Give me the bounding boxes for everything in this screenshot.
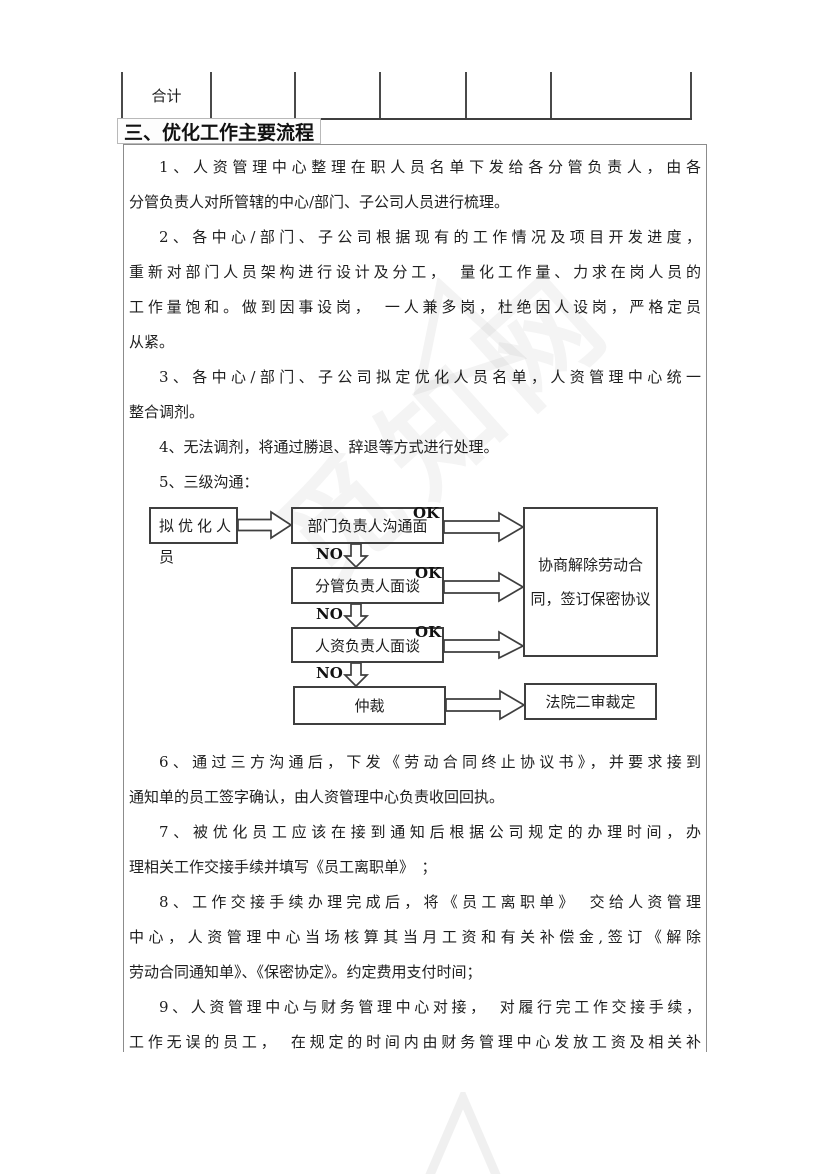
table-cell xyxy=(467,72,552,118)
watermark-logo-bottom-icon xyxy=(425,1092,501,1174)
arrow-right-icon xyxy=(237,510,293,540)
settlement-line: 协商解除劳动合 xyxy=(537,556,643,574)
paragraph: 2、各中心/部门、子公司根据现有的工作情况及项目开发进度， 重新对部门人员架构进行… xyxy=(129,220,701,360)
paragraph-line: 5、三级沟通： xyxy=(159,473,259,491)
paragraph-line: 9、人资管理中心与财务管理中心对接， 对履行完工作交接手续， xyxy=(159,998,701,1016)
paragraph-line: 3、各中心/部门、子公司拟定优化人员名单，人资管理中心统一 xyxy=(159,368,701,386)
paragraph-line: 重新对部门人员架构进行设计及分工， 量化工作量、力求在岗人员的 xyxy=(129,263,701,281)
arrow-ok1-icon xyxy=(443,511,525,543)
paragraph-line: 劳动合同通知单》、《保密协定》。约定费用支付时间； xyxy=(129,963,482,981)
settlement-line: 同，签订保密协议 xyxy=(530,590,651,608)
paragraph-line: 中心，人资管理中心当场核算其当月工资和有关补偿金,签订《解除 xyxy=(129,928,701,946)
table-cell-total: 合计 xyxy=(121,72,212,118)
paragraph-block-top: 1、人资管理中心整理在职人员名单下发给各分管负责人，由各分管负责人对所管辖的中心… xyxy=(124,145,706,500)
ok-label-3: OK xyxy=(415,623,442,641)
arrow-down3-icon xyxy=(342,662,370,688)
paragraph-line: 7、被优化员工应该在接到通知后根据公司规定的办理时间，办 xyxy=(159,823,701,841)
flow-box-supervisor-talk: 分管负责人面谈 xyxy=(291,567,444,604)
table-cell xyxy=(381,72,467,118)
flow-box-arbitration: 仲裁 xyxy=(293,686,446,725)
paragraph: 5、三级沟通： xyxy=(129,465,701,500)
section-heading-box: 三、优化工作主要流程 xyxy=(117,118,321,144)
paragraph-line: 2、各中心/部门、子公司根据现有的工作情况及项目开发进度， xyxy=(159,228,701,246)
arrow-ok2-icon xyxy=(443,571,525,603)
communication-flowchart: 拟优化人员 部门负责人沟通面 分管负责人面谈 人资负责人面谈 仲裁 协商解除劳动… xyxy=(124,500,706,740)
arrow-ok3-icon xyxy=(443,630,525,660)
paragraph-block-bottom: 6、通过三方沟通后，下发《劳动合同终止协议书》，并要求接到通知单的员工签字确认，… xyxy=(124,740,706,1052)
paragraph-line: 1、人资管理中心整理在职人员名单下发给各分管负责人，由各 xyxy=(159,158,701,176)
watermark-logo-icon xyxy=(413,276,528,396)
arrow-court-icon xyxy=(445,689,526,721)
paragraph-line: 从紧。 xyxy=(129,333,175,351)
paragraph: 3、各中心/部门、子公司拟定优化人员名单，人资管理中心统一整合调剂。 xyxy=(129,360,701,430)
paragraph-line: 工作无误的员工， 在规定的时间内由财务管理中心发放工资及相关补 xyxy=(129,1033,701,1051)
ok-label-1: OK xyxy=(413,504,440,522)
ok-label-2: OK xyxy=(415,564,442,582)
flow-box-court-ruling: 法院二审裁定 xyxy=(524,683,657,720)
table-cell xyxy=(296,72,381,118)
paragraph-line: 整合调剂。 xyxy=(129,403,205,421)
paragraph-line: 工作量饱和。做到因事设岗， 一人兼多岗，杜绝因人设岗，严格定员 xyxy=(129,298,701,316)
flow-box-dept-talk: 部门负责人沟通面 xyxy=(291,507,444,544)
table-cell xyxy=(212,72,296,118)
content-frame: 1、人资管理中心整理在职人员名单下发给各分管负责人，由各分管负责人对所管辖的中心… xyxy=(123,144,707,1052)
no-label-3: NO xyxy=(316,664,343,682)
section-heading: 三、优化工作主要流程 xyxy=(124,121,315,144)
paragraph: 9、人资管理中心与财务管理中心对接， 对履行完工作交接手续， 工作无误的员工， 在… xyxy=(129,990,701,1052)
paragraph: 4、无法调剂，将通过勝退、辞退等方式进行处理。 xyxy=(129,430,701,465)
paragraph-line: 6、通过三方沟通后，下发《劳动合同终止协议书》，并要求接到 xyxy=(159,753,701,771)
flow-box-hr-talk: 人资负责人面谈 xyxy=(291,627,444,663)
paragraph-line: 通知单的员工签字确认，由人资管理中心负责收回回执。 xyxy=(129,788,505,806)
arrow-down2-icon xyxy=(342,603,370,629)
arrow-down1-icon xyxy=(342,543,370,569)
flow-box-settlement: 协商解除劳动合 同，签订保密协议 xyxy=(523,507,658,657)
paragraph-line: 理相关工作交接手续并填写《员工离职单》 ； xyxy=(129,858,437,876)
paragraph: 7、被优化员工应该在接到通知后根据公司规定的办理时间，办理相关工作交接手续并填写… xyxy=(129,815,701,885)
summary-table-row: 合计 xyxy=(121,72,692,120)
paragraph: 1、人资管理中心整理在职人员名单下发给各分管负责人，由各分管负责人对所管辖的中心… xyxy=(129,150,701,220)
no-label-2: NO xyxy=(316,605,343,623)
no-label-1: NO xyxy=(316,545,343,563)
flowchart-arrows xyxy=(237,510,526,721)
paragraph-line: 分管负责人对所管辖的中心/部门、子公司人员进行梳理。 xyxy=(129,193,510,211)
paragraph: 6、通过三方沟通后，下发《劳动合同终止协议书》，并要求接到通知单的员工签字确认，… xyxy=(129,745,701,815)
flow-box-candidates: 拟优化人员 xyxy=(149,507,238,566)
paragraph-line: 4、无法调剂，将通过勝退、辞退等方式进行处理。 xyxy=(159,438,499,456)
table-cell xyxy=(552,72,692,118)
paragraph-line: 8、工作交接手续办理完成后，将《员工离职单》 交给人资管理 xyxy=(159,893,701,911)
paragraph: 8、工作交接手续办理完成后，将《员工离职单》 交给人资管理中心，人资管理中心当场… xyxy=(129,885,701,990)
